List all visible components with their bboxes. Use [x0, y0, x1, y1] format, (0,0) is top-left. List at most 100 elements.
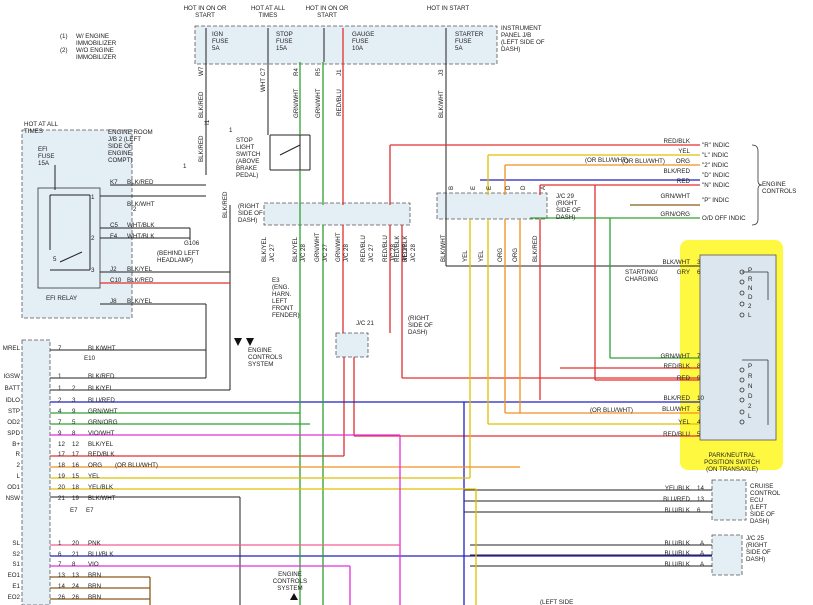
cruise-ecu-box — [711, 479, 747, 521]
instrument-panel-jb-label: (LEFT SIDE OF — [501, 39, 545, 46]
ecu-wire-color: BLK/RED — [88, 373, 115, 380]
ecu-pin-num: 21 — [58, 495, 65, 502]
ecu-pin-num: 12 — [58, 441, 65, 448]
jc21-box — [335, 332, 369, 358]
cruise-control-ecu-label: DASH) — [750, 518, 769, 525]
jc21-location: (RIGHT — [408, 315, 430, 322]
wire-color-label: WHT/BLK — [127, 222, 155, 229]
jc27-connector-label: J/C 28 — [343, 244, 350, 262]
ecu-wire-color: GRN/WHT — [88, 408, 118, 415]
ecu-wire-color: BRN — [88, 572, 101, 579]
ecu-wire-color: ORG — [88, 462, 102, 469]
starting-charging-label: CHARGING — [625, 276, 659, 283]
park-neutral-switch-box — [699, 254, 777, 441]
misc-number: 5 — [53, 256, 57, 263]
jc25-label: J/C 25 — [746, 535, 764, 542]
ecu-pin-num: 16 — [72, 462, 79, 469]
ecu-pin-num: 7 — [58, 561, 62, 568]
stop-light-switch-label: PEDAL) — [236, 172, 258, 179]
jc29-wire-label: YEL — [462, 250, 469, 262]
instrument-panel-jb-label: DASH) — [501, 46, 520, 53]
ecu-pin-num: 17 — [58, 451, 65, 458]
jc25-box — [711, 534, 743, 576]
fuse-amp: 15A — [38, 160, 50, 167]
wire-color-label: BLK/RED — [127, 277, 154, 284]
pn-input-pin: 6 — [697, 269, 701, 276]
instrument-panel-jb-label: PANEL J/B — [501, 32, 531, 39]
legend-text: IMMOBILIZER — [76, 54, 117, 61]
wire-label: BLK/RED — [198, 91, 205, 118]
jc25-pin: A — [700, 540, 705, 547]
misc-number: 1 — [229, 127, 233, 134]
e3-label: E3 — [272, 277, 280, 284]
jc27-box — [263, 202, 411, 226]
ecu-pin-name: MREL — [3, 345, 21, 352]
e3-label: LEFT — [272, 298, 287, 305]
wire-color-label: BLK/YEL — [127, 266, 153, 273]
pn-input-wire-color: BLU/WHT — [662, 406, 690, 413]
ecu-pin-num: 24 — [72, 583, 79, 590]
ecu-wire-color: BLU/BLK — [88, 551, 114, 558]
pn-position-top: D — [748, 294, 753, 301]
park-neutral-switch-label: (ON TRANSAXLE) — [706, 466, 758, 473]
ecu-pin-name: 2 — [17, 462, 21, 469]
jc21-label: J/C 21 — [356, 320, 374, 327]
ecu-pin-num: 14 — [58, 583, 65, 590]
jc27-connector-label: J/C 28 — [390, 244, 397, 262]
ecu-pin-name: OD2 — [7, 419, 20, 426]
jc27-location: (RIGHT — [238, 203, 260, 210]
e3-label: FRONT — [272, 305, 294, 312]
ecu-wire-color: BRN — [88, 594, 101, 601]
ecu-connector-label: E10 — [84, 355, 96, 362]
indicator-wire-color: GRN/ORG — [660, 211, 690, 218]
misc-number: 1 — [183, 163, 187, 170]
ecu-pin-name: S2 — [12, 551, 20, 558]
jc25-wire-color: BLU/BLK — [665, 550, 691, 557]
e3-label: FENDER) — [272, 312, 300, 319]
ecu-pin-name: S1 — [12, 561, 20, 568]
engine-room-jb-box — [21, 129, 133, 319]
or-blu-wht-note: (OR BLU/WHT) — [590, 407, 633, 414]
ecu-wire-color: GRN/ORG — [88, 419, 118, 426]
jc27-connector-label: J/C 27 — [269, 244, 276, 262]
ecu-pin-num: 2 — [72, 385, 76, 392]
legend-number: (2) — [60, 47, 68, 54]
engine-controls-label: ENGINE — [762, 181, 786, 188]
misc-number: 2 — [133, 206, 137, 213]
jc29-label: (RIGHT — [556, 200, 578, 207]
e3-label: (ENG. — [272, 284, 289, 291]
jc27-wire-label: RED/BLK — [402, 235, 409, 262]
indicator-note: (OR BLU/WHT) — [622, 158, 665, 165]
wire-label: GRN/WHT — [315, 88, 322, 118]
indicator-wire-color: RED — [677, 178, 691, 185]
ecu-pin-num: 19 — [58, 473, 65, 480]
ecu-pin-num: 3 — [72, 397, 76, 404]
ecu-pin-name: B+ — [12, 441, 20, 448]
hot-note: START — [317, 12, 337, 19]
pn-position-top: 2 — [748, 303, 752, 310]
jc29-wire-label: ORG — [512, 248, 519, 262]
indicator-label: "N" INDIC — [702, 182, 730, 189]
pn-position-top: P — [748, 267, 752, 274]
connector-pin: C5 — [110, 222, 118, 229]
hot-note: START — [195, 12, 215, 19]
jc25-label: (RIGHT — [746, 542, 768, 549]
jc27-wire-label: RED/BLU — [360, 235, 367, 262]
jc29-label: SIDE OF — [556, 207, 581, 214]
ecu-pin-num: 6 — [58, 551, 62, 558]
indicator-label: "R" INDIC — [702, 142, 730, 149]
misc-number: 3 — [91, 267, 95, 274]
park-neutral-switch-label: POSITION SWITCH — [704, 459, 760, 466]
jc27-connector-label: J/C 27 — [322, 244, 329, 262]
ecu-wire-color: YEL/BLK — [88, 484, 114, 491]
ecu-pin-num: 13 — [58, 572, 65, 579]
ecu-pin-num: 4 — [58, 408, 62, 415]
jc27-connector-label: J/C 27 — [402, 244, 409, 262]
starting-charging-label: STARTING/ — [625, 269, 658, 276]
jc25-label: SIDE OF — [746, 549, 771, 556]
ecu-pin-num: 1 — [58, 373, 62, 380]
jc27-connector-label: J/C 28 — [300, 244, 307, 262]
engine-controls-system-label: SYSTEM — [277, 585, 302, 592]
